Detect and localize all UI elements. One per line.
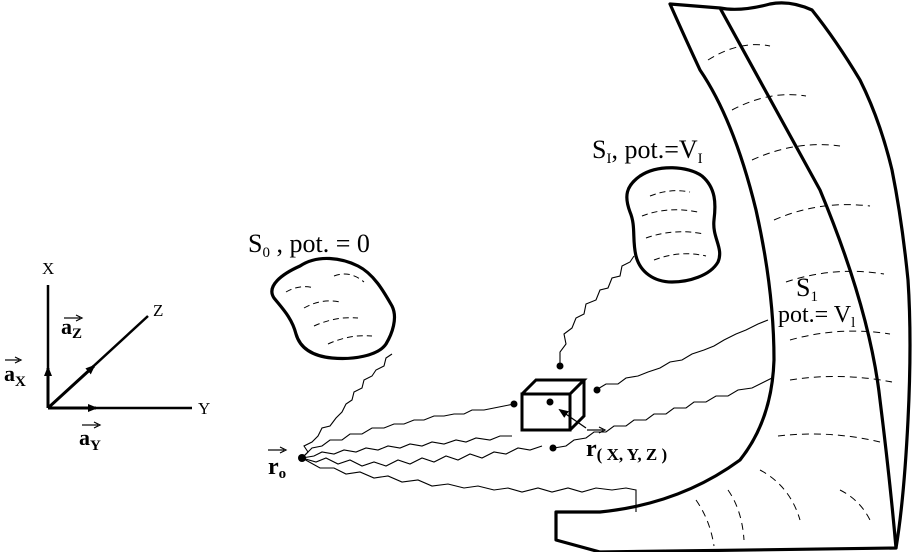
random-walk-paths [301,255,773,512]
surface-si-hatch [653,253,707,261]
random-walk-path [559,255,635,364]
surface-si-outline [625,166,722,284]
surface-si-sub: I [606,151,611,167]
surface-s0-hatch [303,300,341,309]
unit-vector-ay-label: aY [79,421,102,454]
cube-element [520,378,588,432]
y-axis-label: Y [198,399,210,418]
random-walk-path [301,403,515,459]
unit-vector-az-symbol: a [61,314,72,339]
walk-endpoint-dot [593,386,601,394]
svg-text:aX: aX [4,361,26,390]
cube-center-point [546,398,554,406]
surface-s1-potential: pot.= V [778,302,852,328]
random-walk-path [301,435,512,459]
unit-vector-az-label: aZ [61,314,84,342]
surface-s0-hatch [327,335,373,345]
surface-s1-hatch [727,489,745,541]
point-r-symbol: r [586,436,597,462]
unit-vector-az-arrow [46,364,96,410]
unit-vector-ay-sub: Y [90,438,101,454]
surface-si-potential: , pot.=V [611,135,697,164]
point-r0: ro [268,446,306,482]
surface-si-potential-sub: I [698,151,703,167]
surface-s1-hatch [785,270,885,283]
svg-text:aY: aY [79,425,101,454]
unit-vector-az-sub: Z [72,326,82,342]
random-walk-path [595,319,769,391]
surface-si-hatch [645,231,705,239]
surface-s1-hatch [839,489,871,521]
surface-s1-hatch [759,469,801,521]
cube-top-face [520,378,588,396]
surface-s0-potential: , pot. = 0 [270,229,370,258]
position-vector-arrow [558,408,587,429]
surface-s1-hatch [773,204,871,221]
vector-arrowhead-icon [598,426,607,434]
point-r: r( X, Y, Z ) [586,426,667,464]
point-r-args: ( X, Y, Z ) [597,445,668,464]
random-walk-path [553,377,773,449]
surface-s1-hatch [707,44,771,61]
vector-arrowhead-icon [279,446,288,454]
coordinate-axes: X Y Z aX aZ aY [4,259,210,454]
svg-text:SI, pot.=VI: SI, pot.=VI [592,135,703,167]
z-axis-label: Z [153,301,163,320]
surface-s1-hatch [777,433,881,443]
surface-s1-sub: 1 [810,289,818,305]
unit-vector-ax-symbol: a [4,361,15,386]
surface-s1: S1 pot.= Vl [554,1,912,552]
random-walk-path [301,445,543,467]
surface-s1-outline [554,2,898,552]
walk-endpoint-dot [556,362,564,370]
unit-vector-ay-symbol: a [79,425,90,450]
surface-s1-hatch [789,375,893,383]
walk-endpoint-dot [549,444,557,452]
x-axis-label: X [42,259,54,278]
point-r0-dot [298,454,306,462]
walk-endpoint-dot [510,400,518,408]
svg-text:S0 , pot. = 0: S0 , pot. = 0 [248,229,370,261]
svg-text:pot.= Vl: pot.= Vl [778,302,855,331]
point-r0-sub: o [279,466,287,482]
vector-arrowhead-icon [93,421,102,429]
surface-s0-outline [270,256,397,361]
surface-s0-hatch [313,317,359,327]
surface-s0-hatch [333,273,365,283]
svg-text:S1: S1 [796,273,818,305]
surface-s1-name: S [796,273,810,302]
unit-vector-ax-label: aX [4,356,26,390]
surface-s1-outer-edge [719,1,912,549]
surface-si-name: S [592,135,606,164]
surface-s1-hatch [695,499,715,547]
surface-s1-hatch [789,330,891,341]
point-r0-symbol: r [268,454,279,480]
surface-s1-potential-sub: l [851,315,855,331]
svg-text:ro: ro [268,454,286,482]
vector-arrowhead-icon [14,356,23,364]
surface-s0-name: S [248,229,262,258]
surface-s1-hatch [731,94,807,111]
surface-s0-sub: 0 [262,245,270,261]
surface-s0: S0 , pot. = 0 [248,229,397,361]
surface-s0-hatch [285,286,315,293]
svg-text:aZ: aZ [61,314,82,342]
random-walk-path [301,353,393,459]
svg-text:r( X, Y, Z ): r( X, Y, Z ) [586,436,667,464]
surface-si-hatch [649,190,691,197]
surface-si: SI, pot.=VI [592,135,722,284]
vector-arrowhead-icon [75,314,84,322]
unit-vector-ax-sub: X [15,374,26,390]
surface-si-hatch [641,209,699,217]
random-walk-path [301,457,637,512]
cube-side-face [568,380,586,432]
walk-endpoints [510,362,601,452]
